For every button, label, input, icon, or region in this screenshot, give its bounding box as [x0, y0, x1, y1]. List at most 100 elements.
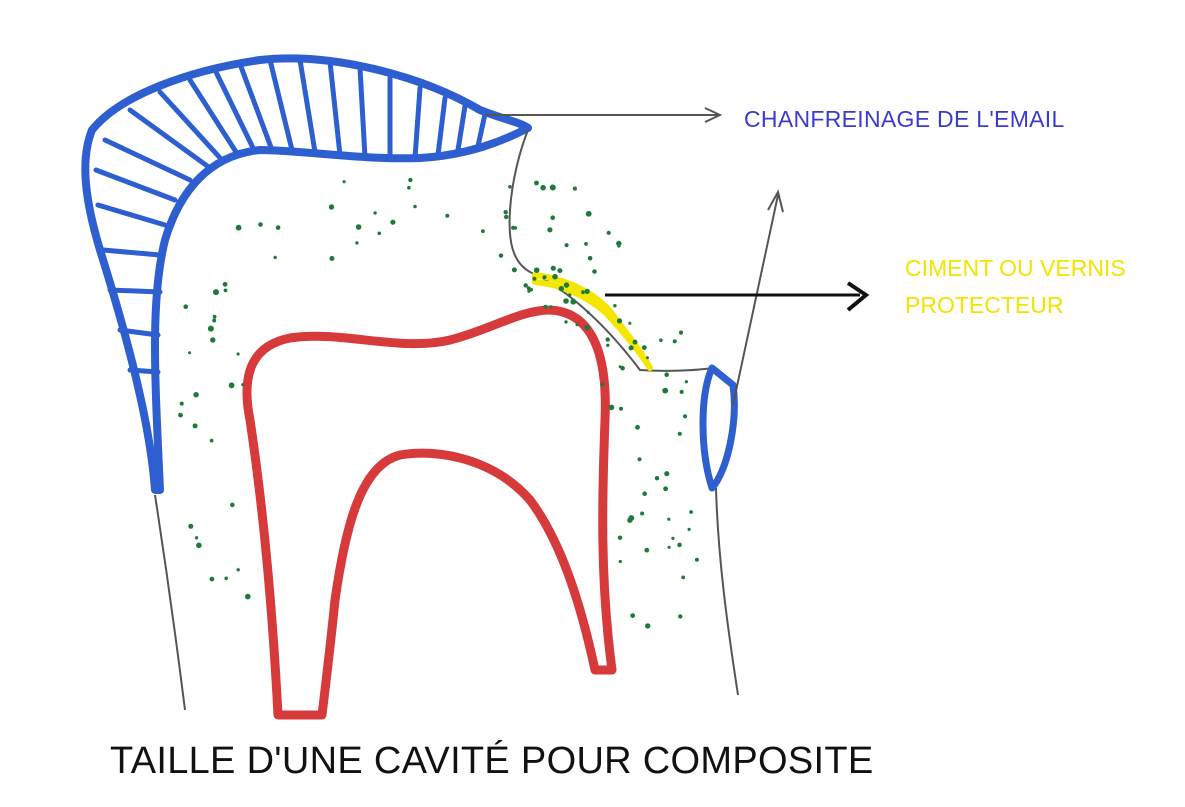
- dentin-dot: [672, 339, 677, 344]
- dentin-dot: [605, 337, 610, 342]
- dentin-dot: [543, 304, 548, 309]
- dentin-dot: [534, 180, 539, 186]
- dentin-dot: [618, 365, 622, 369]
- dentin-dot: [637, 457, 642, 462]
- dentin-dot: [687, 527, 691, 532]
- label-enamel-bevel: CHANFREINAGE DE L'EMAIL: [744, 106, 1065, 132]
- dentin-dot: [532, 276, 537, 281]
- dentin-dot: [683, 414, 688, 419]
- dentin-dots: [178, 177, 699, 629]
- dentin-dot: [563, 298, 569, 304]
- dentin-dot: [584, 288, 590, 294]
- dentin-dot: [606, 343, 610, 347]
- dentin-dot: [222, 281, 228, 287]
- diagram-caption: TAILLE D'UNE CAVITÉ POUR COMPOSITE: [110, 740, 874, 782]
- dentin-dot: [616, 318, 623, 324]
- dentin-dot: [275, 225, 281, 230]
- dentin-dot: [694, 557, 699, 562]
- dentin-dot: [619, 406, 623, 411]
- dentin-dot: [587, 255, 593, 261]
- dentin-dot: [677, 431, 682, 436]
- arrow-cement: [605, 281, 870, 312]
- dentin-dot: [549, 305, 553, 309]
- dentin-dot: [236, 352, 240, 356]
- dentin-dot: [377, 231, 382, 236]
- dentin-dot: [179, 401, 184, 406]
- dentin-dot: [585, 210, 592, 217]
- dentin-dot: [572, 186, 578, 191]
- dentin-dot: [628, 345, 634, 351]
- dentin-dot: [677, 542, 682, 548]
- dentin-dot: [527, 289, 531, 293]
- dentin-dot: [223, 288, 228, 293]
- cement-layer: [532, 272, 653, 371]
- pulp-outline: [242, 305, 617, 720]
- dentin-dot: [407, 185, 411, 190]
- dentin-dot: [613, 304, 617, 308]
- dentin-dot: [408, 177, 413, 183]
- dentin-dot: [550, 265, 556, 271]
- enamel-hatching: [93, 57, 488, 375]
- dentin-dot: [646, 356, 649, 360]
- dentin-dot: [659, 338, 663, 343]
- dentin-dot: [663, 486, 668, 492]
- dentin-dot: [671, 536, 675, 541]
- dentin-dot: [662, 387, 669, 394]
- dentin-dot: [592, 269, 597, 274]
- dentin-dot: [547, 227, 553, 233]
- dentin-dot: [617, 244, 621, 248]
- dentin-dot: [194, 536, 199, 540]
- dentin-dot: [664, 372, 669, 378]
- dentin-dot: [540, 184, 546, 191]
- dentin-dot: [584, 324, 590, 331]
- dentin-dot: [355, 224, 362, 230]
- dentin-dot: [236, 568, 240, 572]
- dentin-dot: [558, 286, 564, 292]
- dentin-dot: [684, 380, 689, 384]
- dentin-dot: [228, 382, 235, 389]
- dentin-dot: [224, 576, 228, 581]
- dentin-dot: [230, 502, 235, 508]
- tooth-outline-left: [154, 494, 186, 711]
- dentin-dot: [193, 392, 199, 398]
- dentin-dot: [667, 545, 671, 549]
- dentin-dot: [575, 323, 579, 327]
- dentin-dot: [608, 404, 615, 411]
- dentin-dot: [678, 614, 683, 619]
- dentin-dot: [654, 476, 660, 481]
- dentin-dot: [632, 339, 638, 345]
- dentin-dot: [503, 210, 508, 215]
- dentin-dot: [183, 304, 188, 310]
- dentin-dot: [667, 517, 671, 521]
- dentin-dot: [498, 253, 504, 258]
- dentin-dot: [196, 542, 202, 549]
- dentin-dot: [481, 229, 485, 234]
- dentin-dot: [552, 273, 558, 280]
- dentin-dot: [550, 215, 555, 220]
- dentin-dot: [188, 523, 194, 529]
- dentin-dot: [504, 214, 509, 220]
- dentin-dot: [584, 242, 588, 246]
- dentin-dot: [563, 282, 570, 288]
- dentin-dot: [600, 382, 605, 387]
- dentin-dot: [681, 575, 686, 580]
- dentin-dot: [178, 412, 183, 418]
- dentin-dot: [445, 213, 450, 218]
- dentin-dot: [689, 510, 693, 514]
- dentin-dot: [413, 204, 417, 209]
- dentin-dot: [542, 275, 547, 280]
- dentin-dot: [235, 224, 242, 231]
- dentin-dot: [329, 256, 335, 261]
- dentin-dot: [207, 325, 214, 332]
- dentin-dot: [678, 330, 684, 335]
- dentin-dot: [679, 389, 684, 394]
- dentin-dot: [606, 230, 611, 235]
- dentin-dot: [628, 321, 632, 325]
- dentin-dot: [549, 184, 556, 191]
- dentin-dot: [508, 185, 512, 189]
- dentin-dot: [557, 268, 563, 274]
- label-cement-line1: CIMENT OU VERNIS: [905, 255, 1126, 281]
- dentin-dot: [192, 423, 198, 429]
- dentin-dot: [640, 511, 645, 516]
